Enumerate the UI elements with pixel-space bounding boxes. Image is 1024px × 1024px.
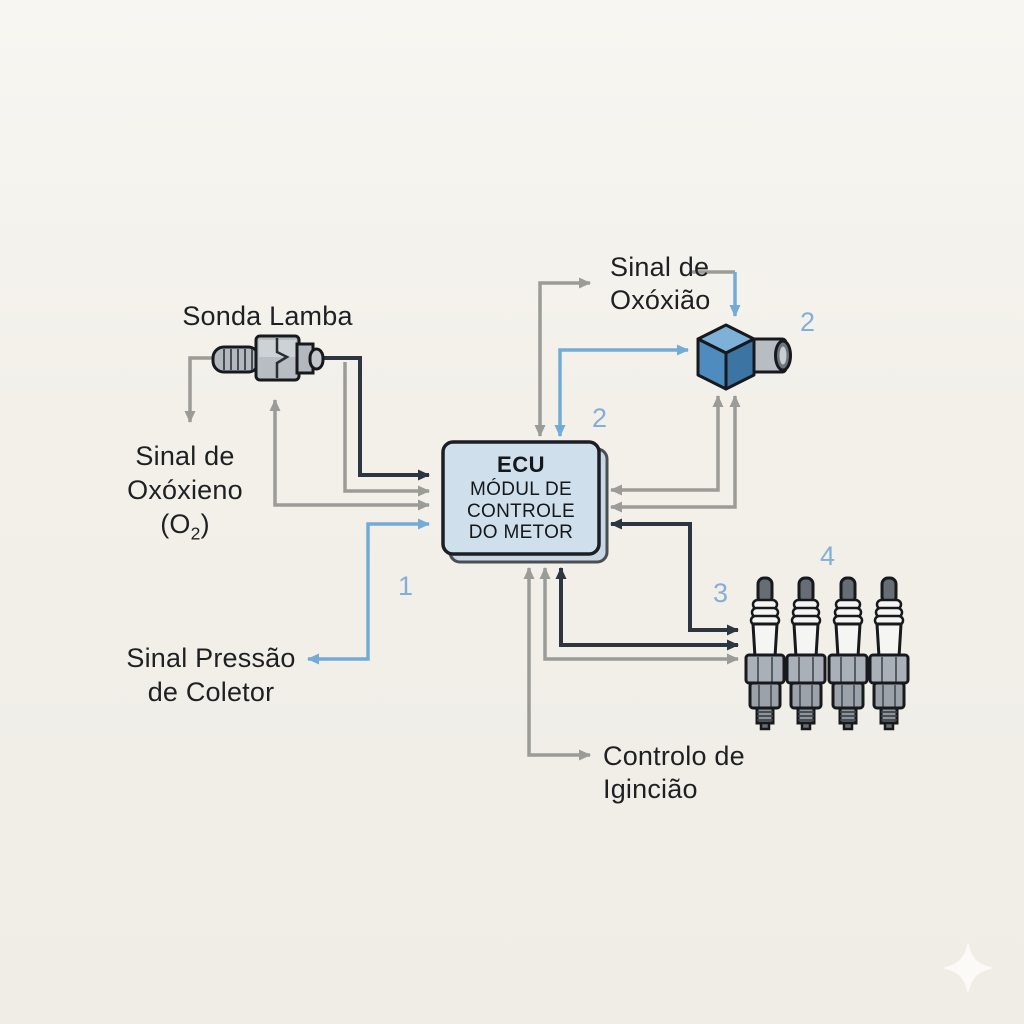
wire-sensor-to-ecu-right-2	[610, 395, 741, 513]
spark-plug-icon	[744, 576, 786, 731]
wire-ecu-to-plugs-gray	[539, 567, 739, 665]
spark-plug-icon	[868, 576, 910, 731]
label-pressure-signal: Sinal Pressão de Coletor	[101, 641, 321, 709]
wire-lambda-signal-gray	[343, 362, 430, 497]
ecu-title: ECU	[497, 452, 545, 477]
ecu-box-text: ECU MÓDUL DE CONTROLE DO METOR	[443, 449, 599, 554]
spark-plug-icon	[827, 576, 869, 731]
wire-lambda-signal-dark	[320, 356, 430, 481]
label-line: Igincião	[603, 774, 698, 804]
wire-ecu-top-to-sensor	[554, 344, 689, 437]
label-line: de Coletor	[147, 677, 275, 707]
number-ignition-wires: 3	[713, 578, 729, 608]
number-spark-plugs: 4	[820, 541, 836, 571]
lambda-sensor-icon	[211, 334, 325, 382]
wire-layer	[184, 270, 741, 761]
label-oxygen-signal-left: Sinal de Oxóxieno (O2)	[85, 439, 285, 550]
wire-ecu-right-to-plugs	[610, 518, 739, 636]
ecu-line: MÓDUL DE	[470, 479, 572, 500]
map-sensor-icon	[696, 323, 792, 391]
label-line: Sinal de	[610, 252, 710, 282]
number-oxygen-sensor: 2	[800, 307, 816, 337]
sparkle-icon	[942, 942, 994, 994]
ecu-line: DO METOR	[468, 522, 574, 543]
label-line: Oxóxieno	[127, 475, 243, 505]
ecu-box	[441, 440, 609, 564]
label-ignition-control: Controlo de Igincião	[603, 740, 745, 806]
wire-sensor-to-ecu-right-1	[610, 395, 724, 496]
wire-ecu-top-to-oxygen-label	[534, 277, 591, 437]
number-pressure-signal: 1	[398, 571, 414, 601]
label-line: (O2)	[160, 509, 210, 544]
label-oxygen-signal-right: Sinal de Oxóxião	[610, 251, 710, 317]
spark-plug-bank	[744, 576, 910, 731]
wire-ecu-bottom-to-plugs	[555, 567, 739, 651]
label-sonda-lamba: Sonda Lamba	[182, 301, 353, 331]
spark-plug-icon	[785, 576, 827, 731]
wire-ecu-to-lambda-return	[269, 399, 430, 511]
label-line: Oxóxião	[610, 285, 711, 315]
label-line: Controlo de	[603, 741, 745, 771]
label-line: Sinal Pressão	[126, 643, 296, 673]
wire-ecu-to-ignition-label	[523, 567, 591, 761]
label-line: Sinal de	[135, 441, 235, 471]
number-ecu-top: 2	[592, 403, 608, 433]
wire-pressure-signal	[307, 518, 430, 665]
ecu-line: CONTROLE	[467, 500, 575, 522]
wire-lambda-to-o2-label	[184, 356, 216, 423]
